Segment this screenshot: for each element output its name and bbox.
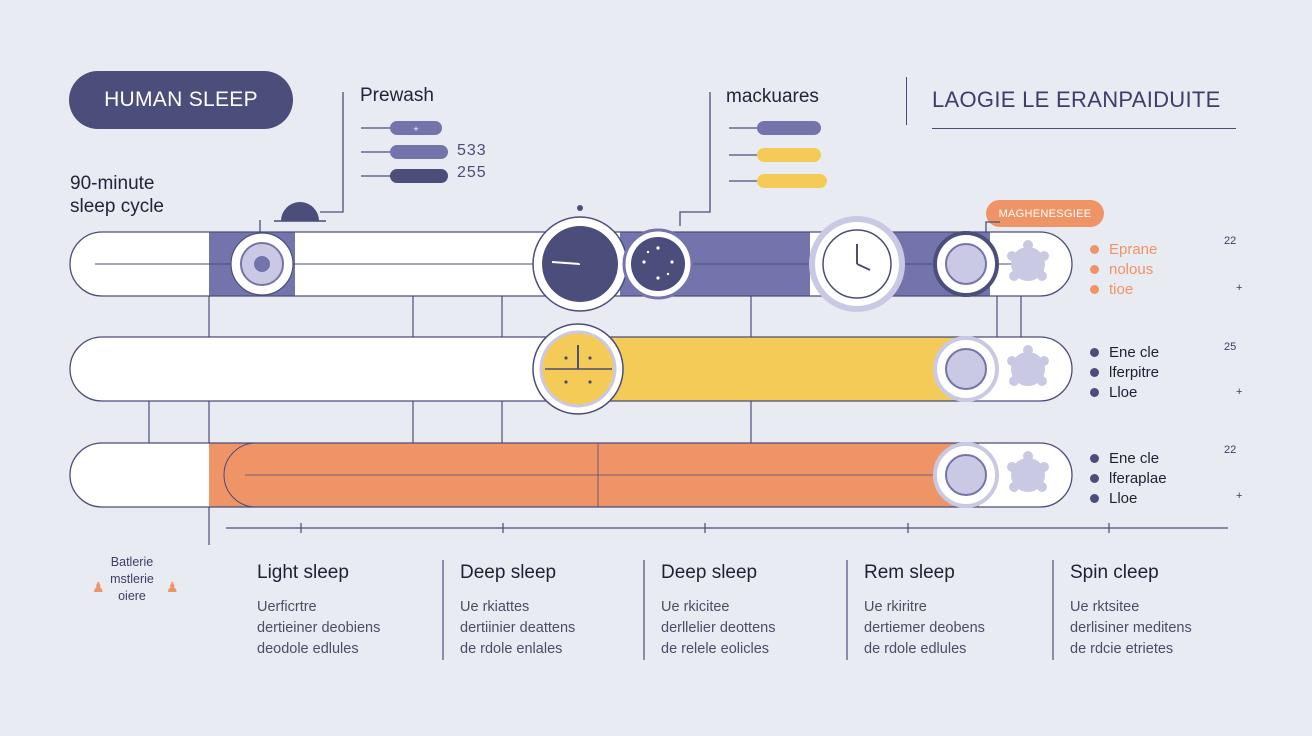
legend-label: Lloe xyxy=(1109,384,1138,401)
stage-desc-line: deodole edlules xyxy=(257,641,359,657)
top-connectors xyxy=(259,92,1000,232)
stage-spin-cleep: Spin cleep Ue rktsitee derlisiner medite… xyxy=(1070,562,1250,660)
stage-desc-line: dertiinier deattens xyxy=(460,620,576,636)
yellow-clock-icon xyxy=(532,323,624,415)
legend-dot xyxy=(1090,285,1099,294)
legend-item: Eprane xyxy=(1090,241,1157,258)
svg-text:+: + xyxy=(413,124,418,134)
stage-desc-line: de rdole enlales xyxy=(460,641,563,657)
dial-icon xyxy=(230,232,294,296)
stage-title: Deep sleep xyxy=(661,562,758,583)
dotted-dial-icon xyxy=(622,228,694,300)
legend-label: Lloe xyxy=(1109,490,1138,507)
legend-item: Lloe xyxy=(1090,384,1159,401)
legend-label: nolous xyxy=(1109,261,1154,278)
legend-label: tioe xyxy=(1109,281,1134,298)
column-head-mackuares: mackuares xyxy=(726,86,819,107)
legend-item: lferpitre xyxy=(1090,364,1159,381)
legend-dot xyxy=(1090,348,1099,357)
legend-number: 22 xyxy=(1224,235,1237,247)
legend-plus: + xyxy=(1236,386,1243,398)
gear-icon xyxy=(1007,345,1049,386)
legend-dot xyxy=(1090,494,1099,503)
right-title-rule xyxy=(932,128,1236,129)
end-dial-3-icon xyxy=(933,442,999,508)
legend-group-1: Eprane nolous tioe xyxy=(1090,241,1157,298)
stage-desc-line: Ue rkiritre xyxy=(864,599,927,615)
stage-rem-sleep: Rem sleep Ue rkiritre dertiemer deobens … xyxy=(864,562,1044,660)
legend-dot xyxy=(1090,454,1099,463)
end-dial-2-icon xyxy=(933,336,999,402)
orange-badge: MAGHENESGIEE xyxy=(986,200,1104,227)
legend-label: lferpitre xyxy=(1109,364,1160,381)
legend-plus: + xyxy=(1236,490,1243,502)
legend-item: lferaplae xyxy=(1090,470,1167,487)
legend-dot xyxy=(1090,388,1099,397)
legend-item: Ene cle xyxy=(1090,344,1159,361)
stage-title: Spin cleep xyxy=(1070,562,1159,583)
stage-deep-sleep-2: Deep sleep Ue rkicitee derllelier deotte… xyxy=(661,562,841,660)
legend-number: 22 xyxy=(1224,444,1237,456)
mini-bars-right xyxy=(757,121,827,188)
right-title: LAOGIE LE ERANPAIDUITE xyxy=(932,87,1221,112)
cycle-label: 90-minute sleep cycle xyxy=(70,173,164,217)
stage-deep-sleep-1: Deep sleep Ue rkiattes dertiinier deatte… xyxy=(460,562,640,660)
bottom-note: Batlerie mstlerie oiere xyxy=(110,555,154,603)
orange-badge-label: MAGHENESGIEE xyxy=(998,207,1092,220)
stage-desc-line: Ue rktsitee xyxy=(1070,599,1140,615)
person-icon: ♟ xyxy=(166,579,179,595)
clock-icon xyxy=(532,205,628,312)
stage-light-sleep: Light sleep Uerficrtre dertieiner deobie… xyxy=(257,562,437,660)
column-head-prewash: Prewash xyxy=(360,85,434,106)
timeline-axis xyxy=(226,523,1228,533)
gear-icon xyxy=(1007,451,1049,492)
stage-desc-line: Ue rkiattes xyxy=(460,599,530,615)
stage-title: Light sleep xyxy=(257,562,349,583)
title-divider xyxy=(906,77,907,125)
stage-desc-line: Ue rkicitee xyxy=(661,599,730,615)
legend-dot xyxy=(1090,245,1099,254)
legend-label: Eprane xyxy=(1109,241,1158,258)
legend-dot xyxy=(1090,368,1099,377)
legend-dot xyxy=(1090,265,1099,274)
stage-desc-line: dertieiner deobiens xyxy=(257,620,381,636)
end-dial-1-icon xyxy=(933,231,999,297)
stage-title: Deep sleep xyxy=(460,562,557,583)
stage-desc-line: Uerficrtre xyxy=(257,599,317,615)
readout-top: 533 xyxy=(457,142,487,159)
legend-dot xyxy=(1090,474,1099,483)
readout-bottom: 255 xyxy=(457,164,487,181)
stage-desc-line: de relele eolicles xyxy=(661,641,770,657)
legend-group-2: Ene cle lferpitre Lloe xyxy=(1090,344,1159,401)
gear-icon xyxy=(1007,240,1049,281)
stage-desc-line: de rdcie etrietes xyxy=(1070,641,1174,657)
title-badge: HUMAN SLEEP xyxy=(69,71,293,129)
stage-desc-line: dertiemer deobens xyxy=(864,620,985,636)
legend-plus: + xyxy=(1236,282,1243,294)
stage-desc-line: derlisiner meditens xyxy=(1070,620,1192,636)
dome-icon xyxy=(281,202,319,221)
legend-item: nolous xyxy=(1090,261,1157,278)
legend-group-3: Ene cle lferaplae Lloe xyxy=(1090,450,1167,507)
person-icon: ♟ xyxy=(92,579,105,595)
stage-separators xyxy=(442,560,1054,660)
legend-label: Ene cle xyxy=(1109,344,1160,361)
legend-label: lferaplae xyxy=(1109,470,1167,487)
legend-item: tioe xyxy=(1090,281,1157,298)
legend-label: Ene cle xyxy=(1109,450,1160,467)
mini-bars-left: + xyxy=(390,121,448,183)
stage-desc-line: derllelier deottens xyxy=(661,620,776,636)
page-title: HUMAN SLEEP xyxy=(104,88,258,111)
legend-number: 25 xyxy=(1224,341,1237,353)
legend-item: Lloe xyxy=(1090,490,1167,507)
white-clock-icon xyxy=(809,216,905,312)
legend-item: Ene cle xyxy=(1090,450,1167,467)
stage-desc-line: de rdole edlules xyxy=(864,641,967,657)
stage-title: Rem sleep xyxy=(864,562,955,583)
